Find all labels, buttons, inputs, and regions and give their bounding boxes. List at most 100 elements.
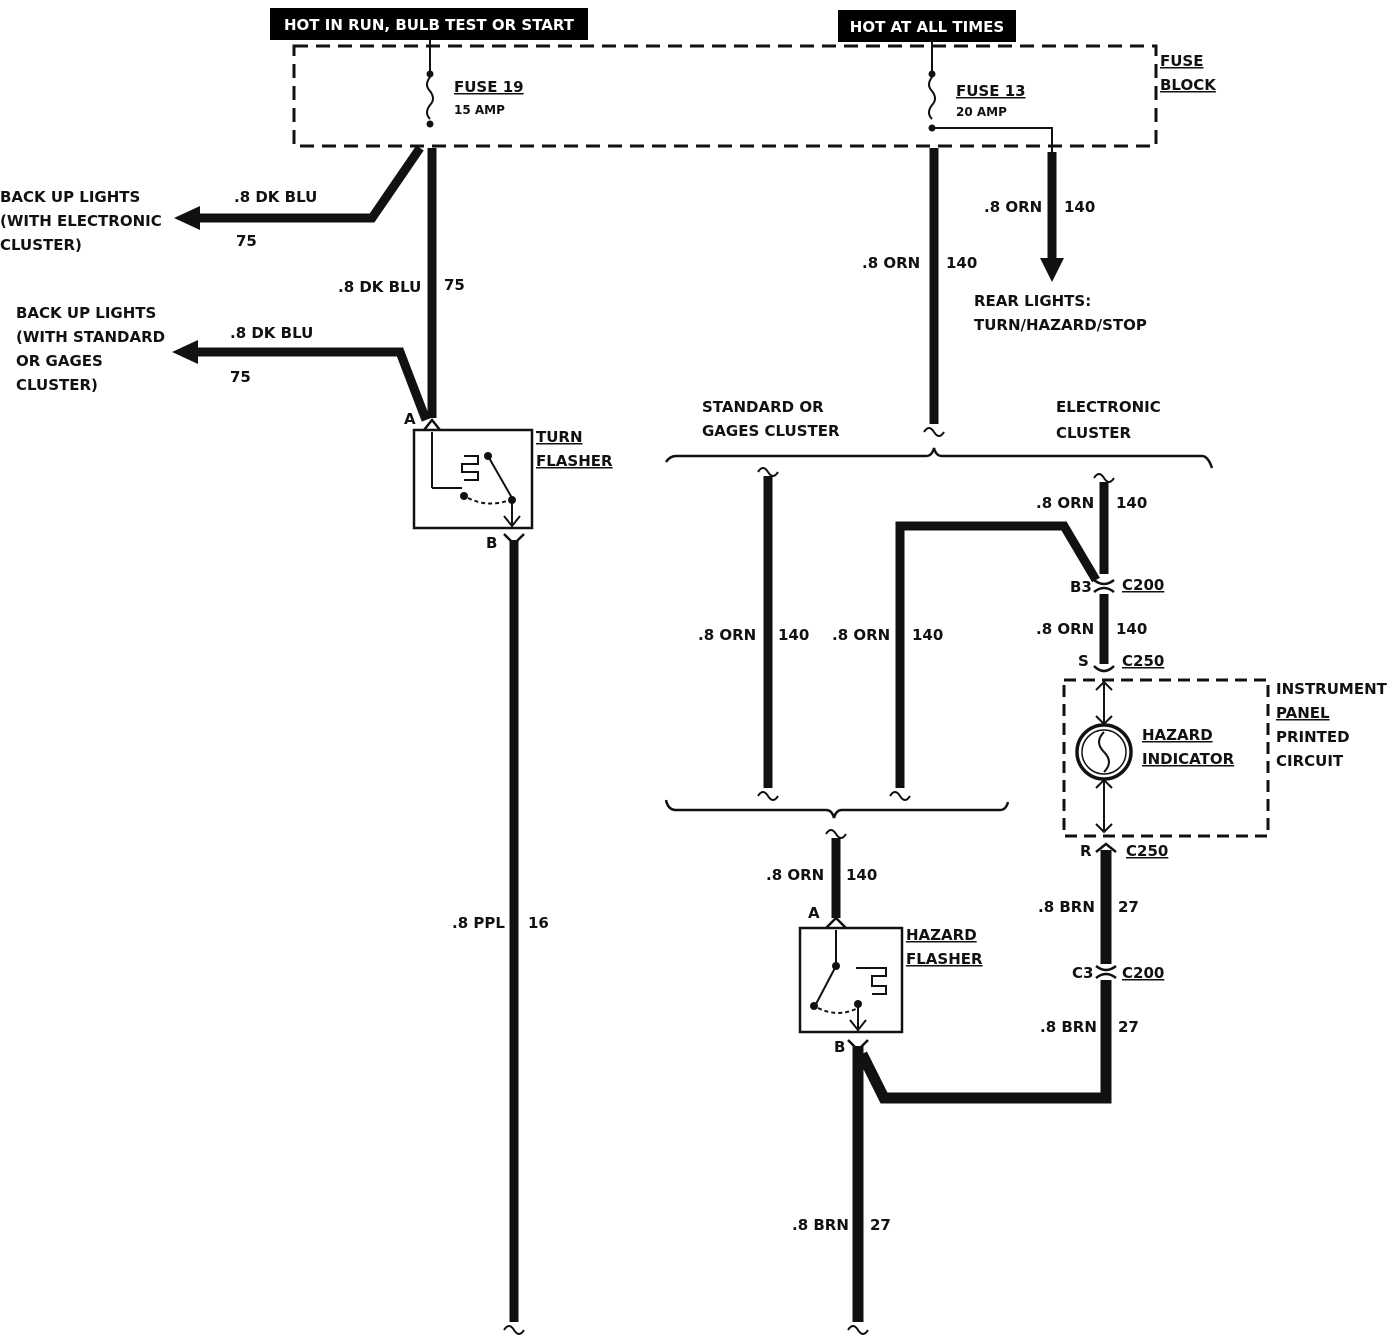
hazard-flasher-label-2: FLASHER — [906, 950, 983, 968]
orn-rear-label: .8 ORN — [984, 198, 1042, 216]
elec-mid-circuit: 140 — [1116, 620, 1147, 638]
rear-lights-line2: TURN/HAZARD/STOP — [974, 316, 1147, 334]
backup-electronic-wire-label: .8 DK BLU — [234, 188, 317, 206]
electronic-cluster-line1: ELECTRONIC — [1056, 398, 1161, 416]
backup-standard-arrow-icon — [172, 340, 198, 364]
elec-top-label: .8 ORN — [1036, 494, 1094, 512]
brn-bottom-circuit: 27 — [870, 1216, 891, 1234]
std-right-label: .8 ORN — [832, 626, 890, 644]
elec-mid-label: .8 ORN — [1036, 620, 1094, 638]
fuse-block-label-2: BLOCK — [1160, 76, 1217, 94]
orn-rear-arrow-icon — [1040, 258, 1064, 282]
orn-rear-thin-wire — [934, 127, 1053, 152]
c200-c3-connector: C200 — [1122, 964, 1164, 982]
instrument-panel-line2: PANEL — [1276, 704, 1330, 722]
fuse-19-name: FUSE 19 — [454, 78, 524, 96]
standard-cluster-line1: STANDARD OR — [702, 398, 824, 416]
hazard-indicator-bulb-icon — [1075, 680, 1133, 834]
backup-standard-wire — [194, 347, 431, 422]
backup-electronic-line1: BACK UP LIGHTS — [0, 188, 140, 206]
c200-b3-connector: C200 — [1122, 576, 1164, 594]
c250-r-connector: C250 — [1126, 842, 1168, 860]
fuse-13-name: FUSE 13 — [956, 82, 1026, 100]
banner-hot-at-all-times: HOT AT ALL TIMES — [838, 10, 1016, 42]
c250-r-pin: R — [1080, 842, 1092, 860]
backup-electronic-line3: CLUSTER) — [0, 236, 82, 254]
orn-rear-circuit: 140 — [1064, 198, 1095, 216]
c250-s-connector: C250 — [1122, 652, 1164, 670]
hazard-flasher-pin-b: B — [834, 1038, 845, 1056]
instrument-panel-box — [1062, 678, 1270, 838]
banner-hot-at-all-times-text: HOT AT ALL TIMES — [850, 18, 1004, 36]
fuse-19: FUSE 19 15 AMP — [426, 40, 524, 128]
std-left-break-top-icon — [757, 467, 779, 477]
brn-upper-circuit: 27 — [1118, 898, 1139, 916]
fuse-block-box — [292, 44, 1158, 148]
cluster-top-brace — [664, 447, 1214, 469]
standard-cluster-line2: GAGES CLUSTER — [702, 422, 840, 440]
main-dk-blu-label: .8 DK BLU — [338, 278, 421, 296]
hazard-in-circuit: 140 — [846, 866, 877, 884]
ppl-wire-circuit: 16 — [528, 914, 549, 932]
backup-electronic-arrow-icon — [174, 206, 200, 230]
backup-standard-circuit: 75 — [230, 368, 251, 386]
orn-main-break-icon — [923, 427, 945, 437]
cluster-bottom-brace — [664, 799, 1010, 819]
brn-lower-wire — [857, 980, 1112, 1104]
std-right-wire — [895, 521, 1100, 788]
rear-lights-line1: REAR LIGHTS: — [974, 292, 1091, 310]
c250-r-connector-icon — [1095, 842, 1117, 853]
banner-hot-in-run-text: HOT IN RUN, BULB TEST OR START — [284, 16, 575, 34]
backup-standard-line1: BACK UP LIGHTS — [16, 304, 156, 322]
brn-bottom-break-icon — [847, 1325, 869, 1335]
ppl-wire-break-icon — [503, 1325, 525, 1335]
hazard-flasher: A B HAZARD FLASHER — [798, 904, 983, 1056]
banner-hot-in-run: HOT IN RUN, BULB TEST OR START — [270, 8, 588, 40]
instrument-panel-line1: INSTRUMENT — [1276, 680, 1388, 698]
fuse-19-rating: 15 AMP — [454, 103, 505, 117]
backup-electronic-circuit: 75 — [236, 232, 257, 250]
ppl-wire-label: .8 PPL — [452, 914, 505, 932]
backup-standard-line4: CLUSTER) — [16, 376, 98, 394]
turn-flasher: A B TURN FLASHER — [404, 410, 613, 552]
turn-flasher-pin-a: A — [404, 410, 416, 428]
std-left-label: .8 ORN — [698, 626, 756, 644]
brn-bottom-label: .8 BRN — [792, 1216, 849, 1234]
backup-electronic-line2: (WITH ELECTRONIC — [0, 212, 162, 230]
main-dk-blu-circuit: 75 — [444, 276, 465, 294]
turn-flasher-label-2: FLASHER — [536, 452, 613, 470]
brn-upper-label: .8 BRN — [1038, 898, 1095, 916]
instrument-panel-line4: CIRCUIT — [1276, 752, 1344, 770]
std-right-break-bottom-icon — [889, 791, 911, 801]
orn-main-label: .8 ORN — [862, 254, 920, 272]
c250-s-pin: S — [1078, 652, 1089, 670]
fuse-block-label-1: FUSE — [1160, 52, 1203, 70]
backup-electronic-wire — [196, 145, 424, 223]
elec-top-break-icon — [1093, 473, 1115, 483]
brn-lower-label: .8 BRN — [1040, 1018, 1097, 1036]
std-left-break-bottom-icon — [757, 791, 779, 801]
c200-b3-pin: B3 — [1070, 578, 1092, 596]
c200-c3-connector-icon — [1095, 964, 1117, 980]
hazard-indicator-line1: HAZARD — [1142, 726, 1213, 744]
turn-flasher-pin-b: B — [486, 534, 497, 552]
backup-standard-line3: OR GAGES — [16, 352, 103, 370]
brn-lower-circuit: 27 — [1118, 1018, 1139, 1036]
hazard-indicator-line2: INDICATOR — [1142, 750, 1235, 768]
fuse-13-rating: 20 AMP — [956, 105, 1007, 119]
backup-standard-line2: (WITH STANDARD — [16, 328, 165, 346]
hazard-in-break-icon — [825, 829, 847, 839]
backup-standard-wire-label: .8 DK BLU — [230, 324, 313, 342]
hazard-flasher-label-1: HAZARD — [906, 926, 977, 944]
electronic-cluster-line2: CLUSTER — [1056, 424, 1131, 442]
c200-b3-connector-icon — [1093, 578, 1115, 594]
turn-flasher-label-1: TURN — [536, 428, 583, 446]
hazard-flasher-pin-a: A — [808, 904, 820, 922]
c250-s-connector-icon — [1093, 665, 1115, 673]
fuse-13: FUSE 13 20 AMP — [928, 42, 1026, 132]
orn-main-circuit: 140 — [946, 254, 977, 272]
elec-top-circuit: 140 — [1116, 494, 1147, 512]
std-right-circuit: 140 — [912, 626, 943, 644]
